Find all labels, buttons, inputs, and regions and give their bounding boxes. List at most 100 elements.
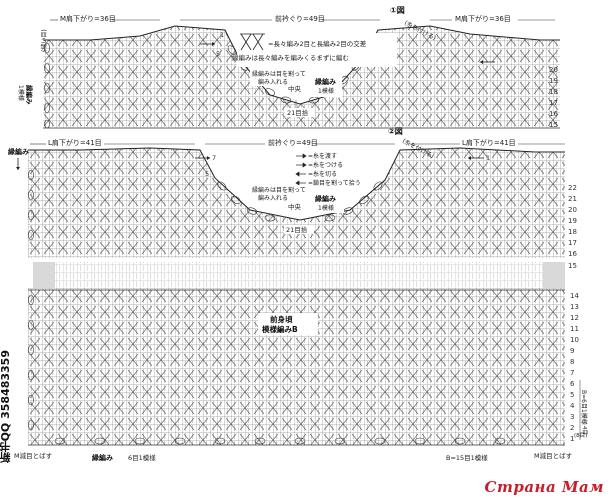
row-number: 13 xyxy=(570,303,579,311)
top-left-edge-label: 縁編み xyxy=(25,85,34,105)
row-number: 6 xyxy=(570,380,575,388)
bottom-row-1-label: 1 xyxy=(486,154,490,162)
bottom-one-repeat: 1模様 xyxy=(318,204,334,212)
arrow-head xyxy=(212,42,215,46)
bottom-edge-label: 縁編み xyxy=(315,194,336,203)
bottom-left-note: M減目とばす xyxy=(14,451,53,460)
bottom-shoulder-right-label: L肩下がり=41目 xyxy=(462,138,516,147)
top-count-backdrop xyxy=(285,108,315,117)
row-number: 15 xyxy=(568,262,577,270)
bottom-center-backdrop xyxy=(286,202,306,211)
top-row-5-label: 5 xyxy=(216,50,220,58)
bottom-upper-row-numbers: 22 21 20 19 18 17 16 15 xyxy=(568,184,577,270)
legend-item: =鎖目を割って拾う xyxy=(308,179,361,187)
bottom-note-backdrop xyxy=(250,185,312,202)
top-center-count: 21目拾 xyxy=(287,108,309,117)
side-code-label: 新书QQ 358483359 xyxy=(0,350,12,464)
row-number: 22 xyxy=(568,184,577,192)
row-number: 1 xyxy=(570,435,574,443)
row-number: 11 xyxy=(570,325,579,333)
top-symbol-legend: =長々編み2目と長編み2目の交差 xyxy=(268,39,367,48)
row-number: 19 xyxy=(568,217,577,225)
row-number: 18 xyxy=(549,88,558,96)
legend-item: =糸を切る xyxy=(308,170,337,178)
bottom-center-count: 21目拾 xyxy=(286,225,308,234)
top-label-backdrop xyxy=(312,77,342,97)
row-number: 20 xyxy=(549,66,558,74)
bottom-neckline-outline xyxy=(28,147,565,221)
top-row-numbers: 20 19 18 17 16 15 xyxy=(549,66,558,129)
row-number: 2 xyxy=(570,424,574,432)
row-number: 9 xyxy=(570,347,574,355)
row-number: 18 xyxy=(568,228,577,236)
hem-edge-loops xyxy=(54,437,506,445)
top-side-pattern-note: 縁編みは長々編みを編みくるまずに編む xyxy=(232,53,349,62)
arrow-head xyxy=(207,156,210,160)
top-neckline-outline xyxy=(43,25,560,105)
top-figure-mark: ①図 xyxy=(390,6,405,15)
bottom-row-5-label: 5 xyxy=(205,170,209,178)
bottom-edge-note-line1: 縁編みは目を割って xyxy=(252,186,306,194)
bottom-label-backdrop xyxy=(312,193,344,213)
cable-cross-icon xyxy=(240,33,265,51)
row-number: 17 xyxy=(549,99,558,107)
top-row-1-label: 1 xyxy=(220,31,224,39)
top-one-repeat: 1模様 xyxy=(318,87,334,95)
legend-arrows xyxy=(295,153,307,186)
top-shoulder-left-label: M肩下がり=36目 xyxy=(60,14,116,23)
top-center-label: 中央 xyxy=(288,84,302,93)
top-center-backdrop xyxy=(286,84,306,93)
top-shoulder-right-label: M肩下がり=36目 xyxy=(455,14,511,23)
top-note-backdrop xyxy=(250,69,314,86)
bottom-edge-note-line2: 編み入れる xyxy=(258,194,288,202)
bottom-count-backdrop xyxy=(284,225,314,234)
bottom-shoulder-left-label: L肩下がり=41目 xyxy=(48,138,102,147)
row-number: 17 xyxy=(568,239,577,247)
row-number: 3 xyxy=(570,413,574,421)
bottom-front-neck-label: 前衿ぐり=49目 xyxy=(268,138,318,147)
row-number: 7 xyxy=(570,369,574,377)
row-number: 4 xyxy=(570,402,575,410)
arrow-head xyxy=(468,156,471,160)
row-number: 16 xyxy=(549,110,558,118)
top-edge-label: 縁編み xyxy=(315,77,336,86)
row-number: 16 xyxy=(568,250,577,258)
top-edge-note-line1: 縁編みは目を割って xyxy=(252,70,306,78)
site-watermark: Страна Мам xyxy=(484,478,604,496)
top-edge-note-line2: 編み入れる xyxy=(258,78,288,86)
arrow-head xyxy=(16,167,20,170)
row-number: 8 xyxy=(570,358,574,366)
right-grey-block xyxy=(543,262,565,288)
right-side-ends: 4目 xyxy=(581,426,588,435)
top-legend-backdrop xyxy=(237,33,397,67)
right-side-count: (8目) xyxy=(574,432,587,439)
bottom-center-label: 中央 xyxy=(288,202,302,211)
bottom-diagram: L肩下がり=41目 前衿ぐり=49目 L肩下がり=41目 ②図 (糸を付ける) … xyxy=(8,127,588,462)
left-grey-block xyxy=(33,262,55,288)
bottom-left-edge-label: 縁編み xyxy=(8,147,29,156)
bottom-lower-row-numbers: 14 13 12 11 10 9 8 7 6 5 4 3 2 1 xyxy=(570,292,579,443)
row-number: 19 xyxy=(549,77,558,85)
row-number: 15 xyxy=(549,121,558,129)
body-title: 前身頃 xyxy=(270,314,293,324)
bottom-repeat-note: 6目1模様 xyxy=(128,453,156,462)
bottom-right-note: M減目とばす xyxy=(534,451,573,460)
legend-item: =糸を渡す xyxy=(308,152,337,160)
top-diagram: M肩下がり=36目 前衿ぐり=49目 M肩下がり=36目 ①図 (糸を付ける) … xyxy=(17,6,560,129)
bottom-center-repeat: B=15目1模様 xyxy=(446,453,488,462)
top-front-neck-label: 前衿ぐり=49目 xyxy=(275,14,325,23)
gap-grid xyxy=(55,262,543,288)
arrow-head xyxy=(480,60,483,64)
body-label-backdrop xyxy=(258,313,318,335)
top-left-one-repeat: 1模様 xyxy=(17,85,25,101)
row-number: 12 xyxy=(570,314,579,322)
row-number: 20 xyxy=(568,206,577,214)
bottom-edge-label-hem: 縁編み xyxy=(92,453,113,462)
legend-item: =糸をつける xyxy=(308,161,343,169)
right-side-b-note: B=6目1模様 xyxy=(580,390,588,425)
row-number: 14 xyxy=(570,292,579,300)
body-pattern: 模様編みB xyxy=(262,324,298,334)
bottom-figure-mark: ②図 xyxy=(388,127,403,136)
bottom-row-7-label: 7 xyxy=(212,154,216,162)
